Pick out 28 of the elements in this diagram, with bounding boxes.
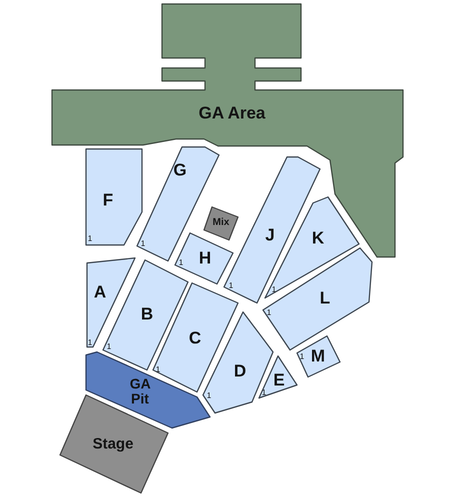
- row-number: 1: [300, 353, 304, 361]
- section-label: L: [320, 290, 330, 306]
- section-label: M: [310, 348, 326, 364]
- section-label: H: [198, 250, 212, 266]
- row-number: 1: [178, 259, 184, 267]
- row-number: 1: [156, 366, 160, 374]
- section-label: G: [173, 162, 187, 178]
- row-number: 1: [106, 343, 112, 351]
- stage-label: Stage: [92, 436, 134, 452]
- row-number: 1: [140, 240, 146, 248]
- section-label: C: [188, 330, 202, 346]
- row-number: 1: [206, 392, 212, 400]
- row-number: 1: [88, 339, 92, 347]
- section-label: E: [273, 372, 285, 388]
- section-label: A: [94, 284, 106, 300]
- section-label: B: [140, 306, 154, 322]
- section-label: K: [312, 230, 324, 246]
- row-number: 1: [228, 282, 234, 290]
- row-number: 1: [88, 235, 92, 243]
- section-label: J: [265, 226, 275, 244]
- area-label: GA Area: [198, 104, 266, 122]
- row-number: 1: [262, 389, 266, 397]
- row-number: 1: [272, 286, 276, 294]
- section-label: D: [234, 362, 246, 380]
- row-number: 1: [266, 309, 272, 317]
- section-label: F: [102, 192, 114, 208]
- booth-label: Mix: [212, 218, 230, 228]
- area-label: GA Pit: [130, 376, 150, 406]
